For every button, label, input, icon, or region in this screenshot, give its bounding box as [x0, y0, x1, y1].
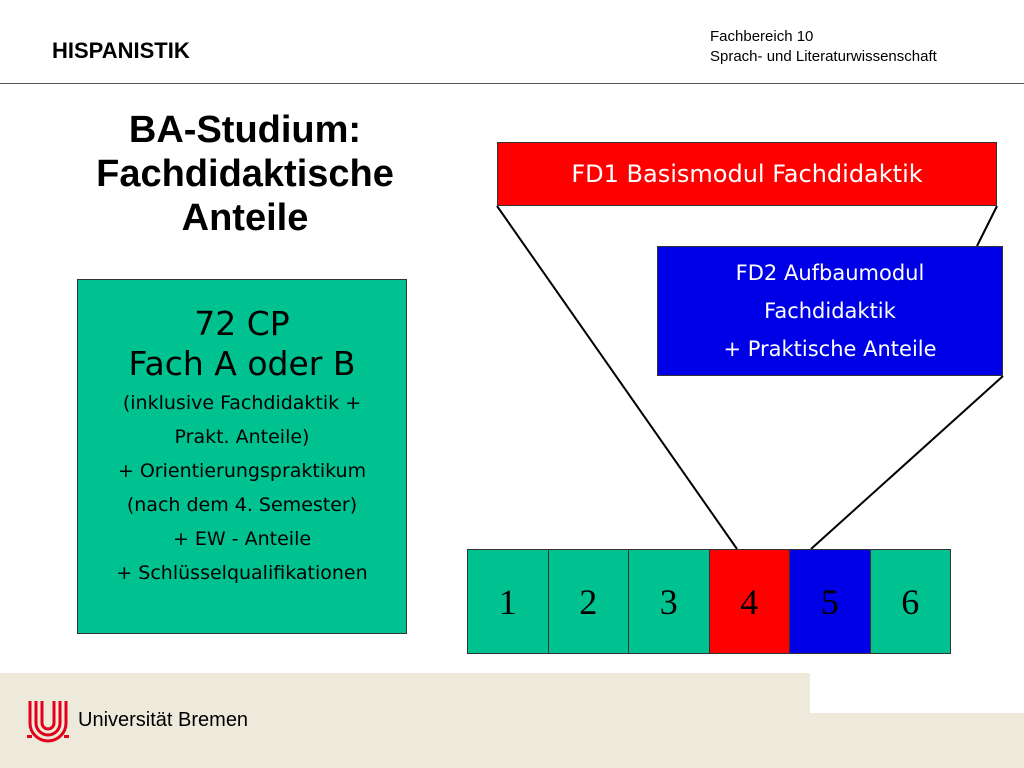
university-name: Universität Bremen: [78, 709, 249, 731]
cp-line-7: + EW - Anteile: [172, 528, 312, 550]
university-bremen-logo-icon: [27, 701, 69, 743]
footer-band: [0, 673, 810, 768]
fd2-module-box: FD2 Aufbaumodul Fachdidaktik + Praktisch…: [657, 246, 1003, 376]
fd2-line-3: + Praktische Anteile: [723, 337, 937, 361]
semester-cell-5: 5: [790, 550, 871, 653]
semester-cell-3: 3: [629, 550, 710, 653]
cp-line-4: Prakt. Anteile): [174, 426, 310, 448]
department-subtitle: Sprach- und Literaturwissenschaft: [710, 48, 937, 65]
semester-cell-4: 4: [709, 550, 790, 653]
slide-title-line-2: Fachdidaktische: [96, 153, 394, 195]
cp-line-5: + Orientierungspraktikum: [117, 460, 367, 482]
header-department: Fachbereich 10 Sprach- und Literaturwiss…: [710, 27, 937, 67]
fd2-line-1: FD2 Aufbaumodul: [735, 261, 925, 285]
cp-line-2: Fach A oder B: [128, 344, 356, 383]
semester-cell-6: 6: [870, 550, 950, 653]
cp-line-3: (inklusive Fachdidaktik +: [122, 392, 362, 414]
cp-line-1: 72 CP: [194, 304, 290, 343]
fd2-line-2: Fachdidaktik: [764, 299, 896, 323]
semester-row: 1 2 3 4 5 6: [467, 549, 951, 654]
footer-band-right: [810, 713, 1024, 768]
credit-points-box: 72 CP Fach A oder B (inklusive Fachdidak…: [77, 279, 407, 634]
fd2-connector: [810, 375, 1004, 550]
department-name: Fachbereich 10: [710, 28, 814, 45]
cp-line-8: + Schlüsselqualifikationen: [116, 562, 368, 584]
cp-line-6: (nach dem 4. Semester): [126, 494, 358, 516]
fd1-connector-right: [976, 205, 998, 247]
header-section-label: HISPANISTIK: [52, 38, 190, 63]
slide-title-line-1: BA-Studium:: [128, 109, 362, 151]
slide-title: BA-Studium: Fachdidaktische Anteile: [50, 108, 440, 240]
semester-cell-2: 2: [548, 550, 629, 653]
semester-cell-1: 1: [468, 550, 549, 653]
header-divider: [0, 83, 1024, 84]
fd1-module-box: FD1 Basismodul Fachdidaktik: [497, 142, 997, 206]
slide-title-line-3: Anteile: [181, 197, 309, 239]
